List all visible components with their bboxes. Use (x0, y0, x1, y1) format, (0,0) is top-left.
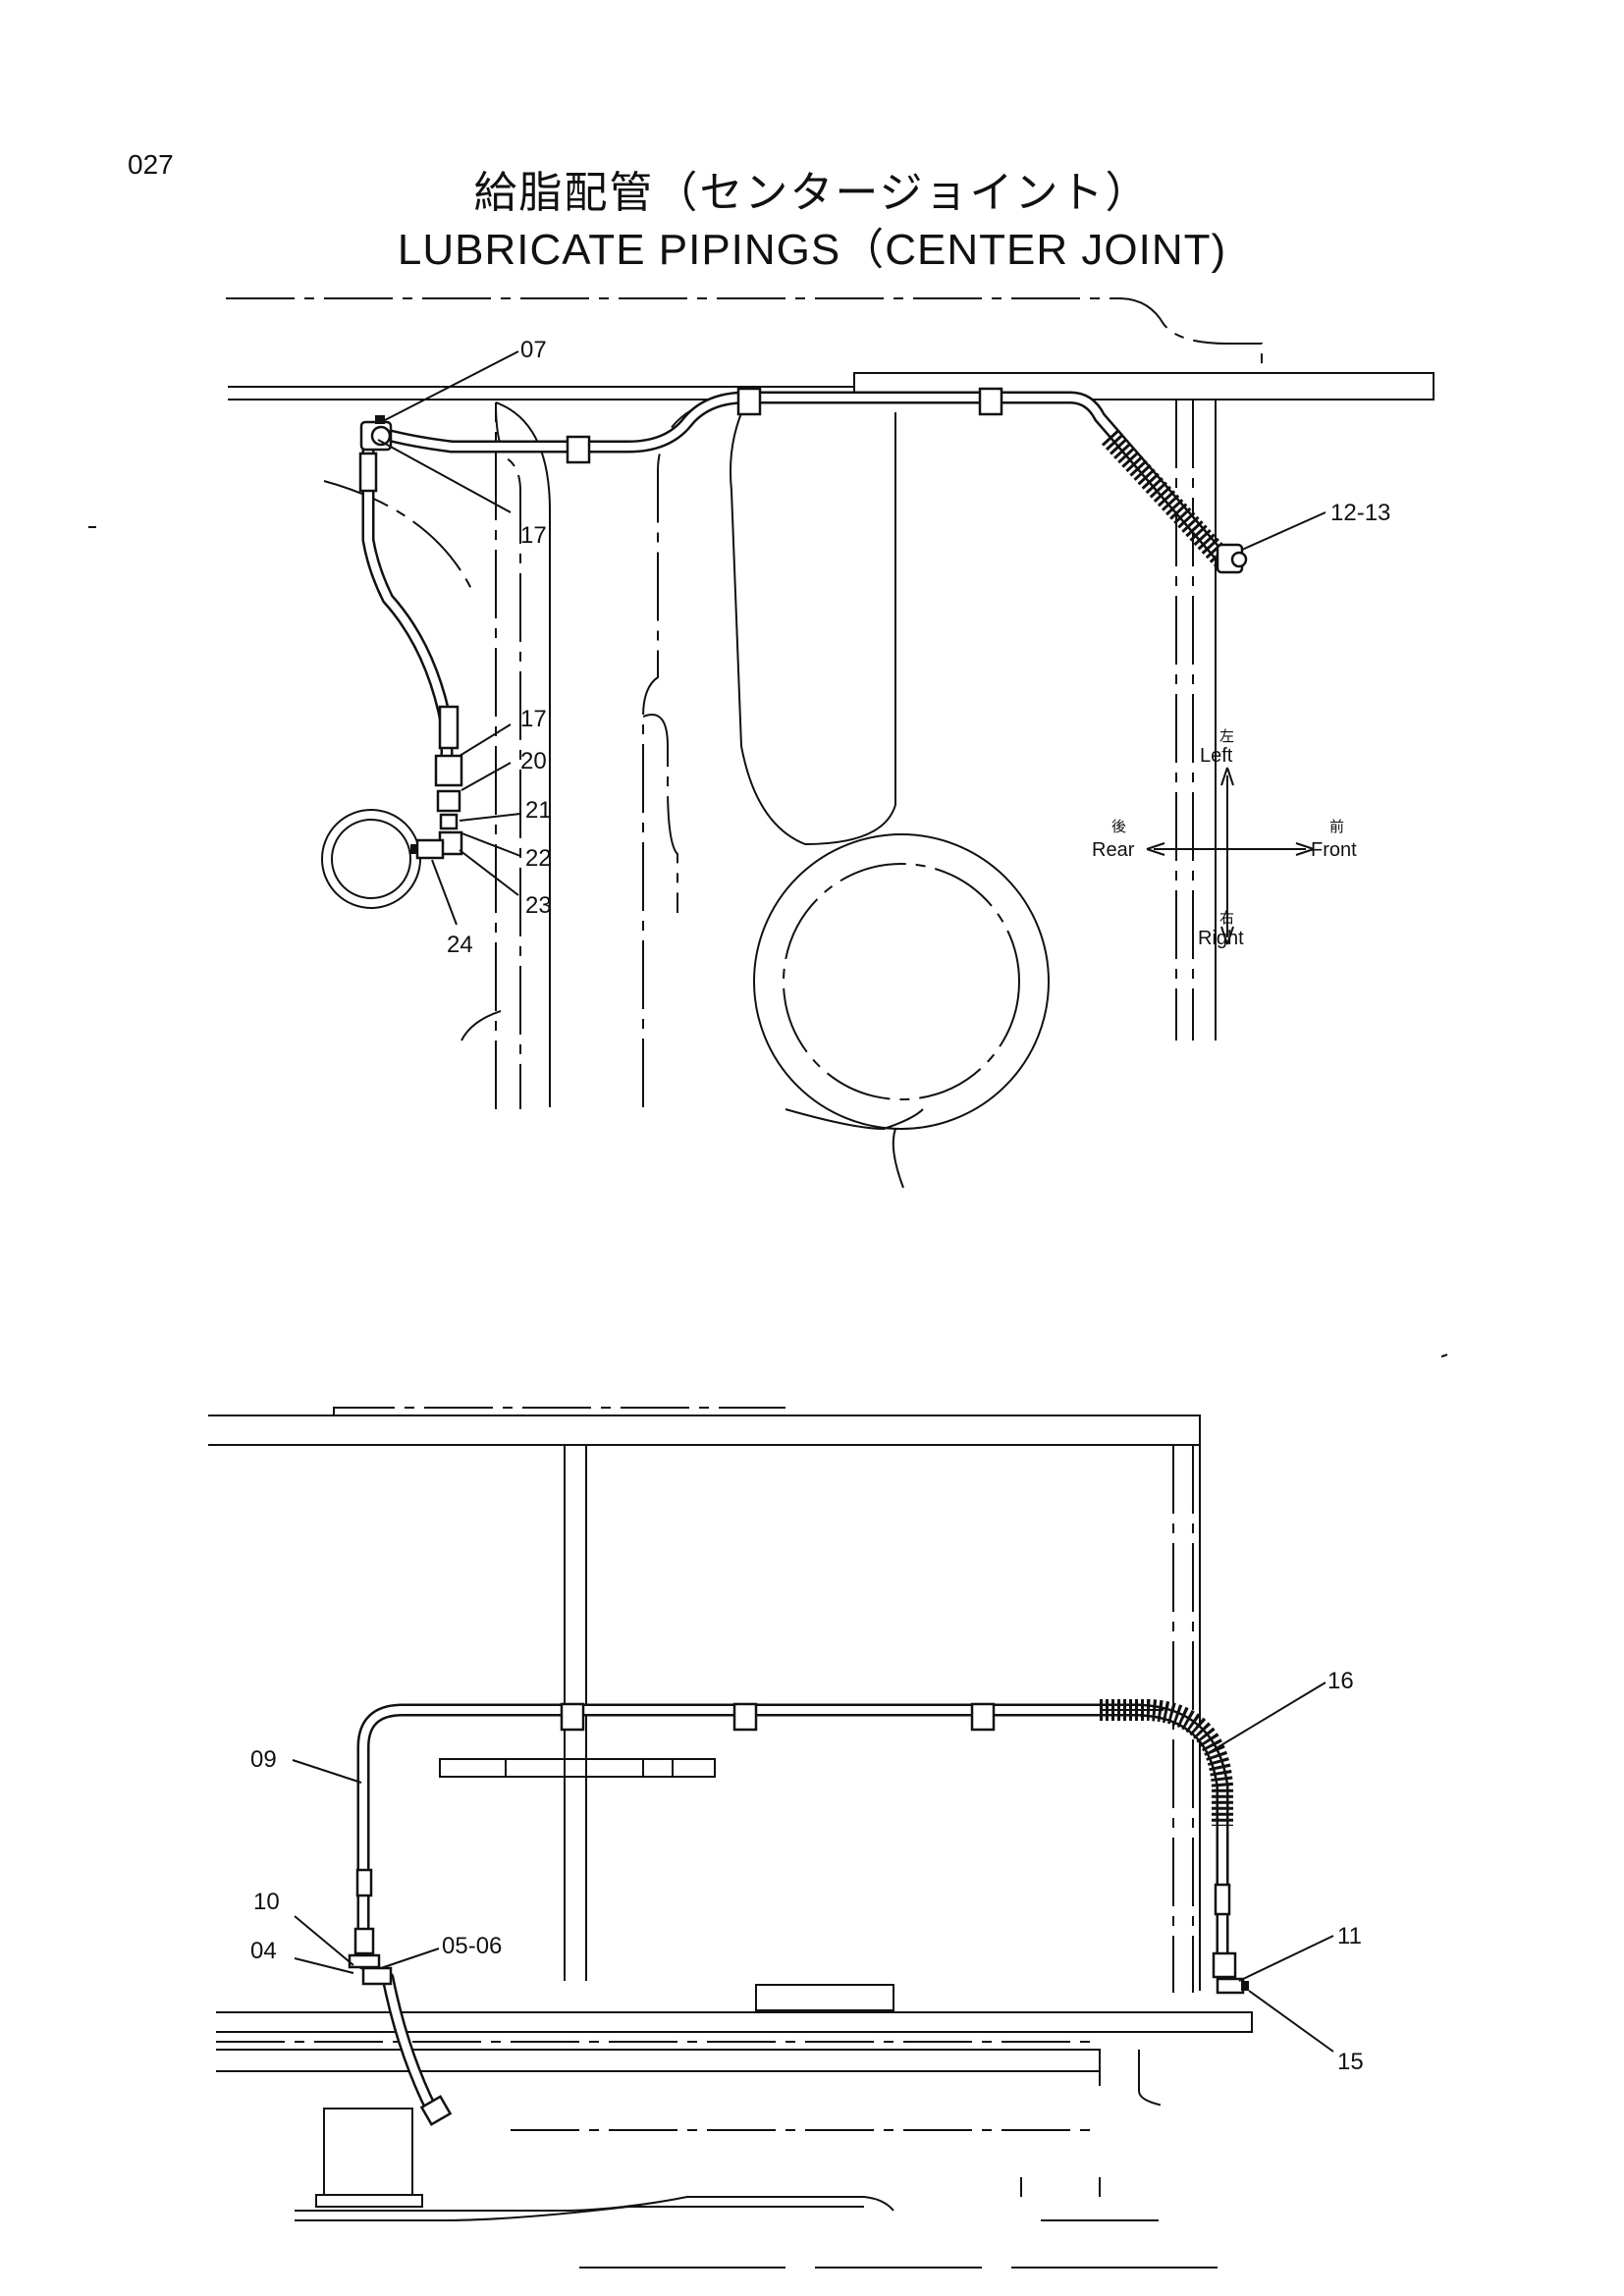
upper-view: 07 17 12-13 17 20 21 22 23 24 (226, 297, 1435, 1189)
callout-11: 11 (1337, 1923, 1362, 1949)
callout-15: 15 (1337, 2049, 1364, 2075)
callout-24: 24 (447, 932, 473, 958)
upper-pipe-run (361, 391, 1236, 782)
rear-en-label: Rear (1092, 839, 1135, 861)
callout-21: 21 (525, 797, 552, 824)
rear-ja-label: 後 (1111, 819, 1126, 835)
callout-17b: 17 (520, 706, 547, 732)
lower-callouts: 16 09 10 04 05-06 11 15 (250, 1668, 1364, 2075)
upper-fittings (358, 387, 1248, 860)
direction-indicator: 左 Left 右 Right 後 Rear 前 Front (1092, 728, 1357, 949)
left-en-label: Left (1200, 745, 1233, 767)
callout-04: 04 (250, 1938, 277, 1964)
callout-16: 16 (1327, 1668, 1354, 1694)
lower-frame-outline (208, 1407, 1253, 2221)
lower-fittings (348, 1702, 1249, 2126)
right-en-label: Right (1198, 928, 1244, 949)
lower-view: 16 09 10 04 05-06 11 15 (208, 1407, 1364, 2221)
callout-12-13: 12-13 (1330, 500, 1390, 526)
page-number: 027 (128, 149, 174, 180)
right-ja-label: 右 (1219, 910, 1234, 927)
hose-guard-16 (1100, 1699, 1233, 1826)
callout-22: 22 (525, 845, 552, 872)
front-ja-label: 前 (1329, 819, 1344, 835)
print-marks (88, 526, 1448, 2269)
upper-callouts: 07 17 12-13 17 20 21 22 23 24 (377, 337, 1390, 958)
callout-09: 09 (250, 1746, 277, 1773)
callout-05-06: 05-06 (442, 1933, 502, 1959)
left-ja-label: 左 (1219, 728, 1234, 745)
callout-10: 10 (253, 1889, 280, 1915)
title-english: LUBRICATE PIPINGS（CENTER JOINT) (397, 226, 1227, 274)
front-en-label: Front (1311, 839, 1357, 861)
upper-frame-outline (226, 297, 1435, 1189)
callout-07: 07 (520, 337, 547, 363)
callout-17a: 17 (520, 522, 547, 549)
title-japanese: 給脂配管（センタージョイント） (473, 168, 1151, 218)
callout-20: 20 (520, 748, 547, 774)
lower-pipe-run (356, 1699, 1233, 2117)
callout-23: 23 (525, 892, 552, 919)
